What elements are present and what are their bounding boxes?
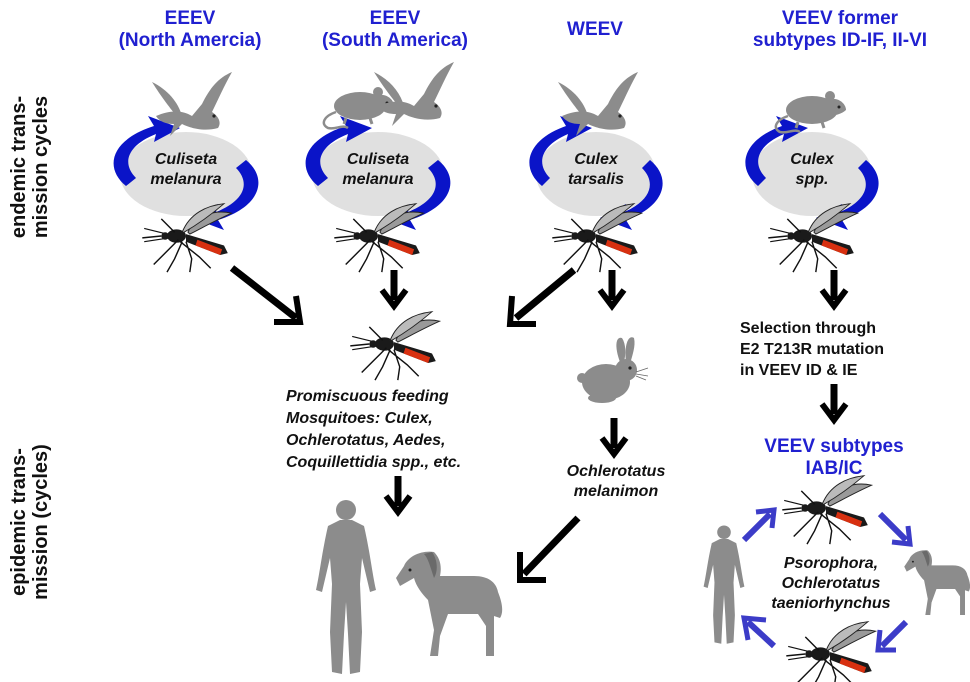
arrow-weev-to-bridge — [513, 267, 577, 321]
horse-icon — [396, 551, 503, 656]
side-label-endemic: endemic trans-mission cycles — [8, 95, 52, 239]
human-icon — [703, 525, 745, 644]
human-icon — [316, 500, 376, 674]
veev-epidemic-cycle — [740, 507, 913, 653]
horse-icon — [904, 550, 970, 615]
mosquito-icon — [349, 310, 441, 381]
flow-arrows — [229, 265, 849, 583]
mosquito-icon — [781, 474, 873, 545]
header-weev: WEEV — [567, 19, 623, 40]
side-label-epidemic: epidemic trans-mission (cycles) — [8, 444, 52, 600]
mosquito-icon — [785, 620, 877, 682]
header-eeev-south-america: EEEV(South America) — [321, 8, 469, 51]
header-eeev-north-america: EEEV(North Amercia) — [118, 8, 262, 51]
arrow-eeev-na-to-bridge — [229, 265, 299, 321]
arrow-melanimon-to-hosts — [521, 515, 581, 577]
bird-icon — [374, 62, 454, 126]
rabbit-icon — [576, 336, 649, 404]
